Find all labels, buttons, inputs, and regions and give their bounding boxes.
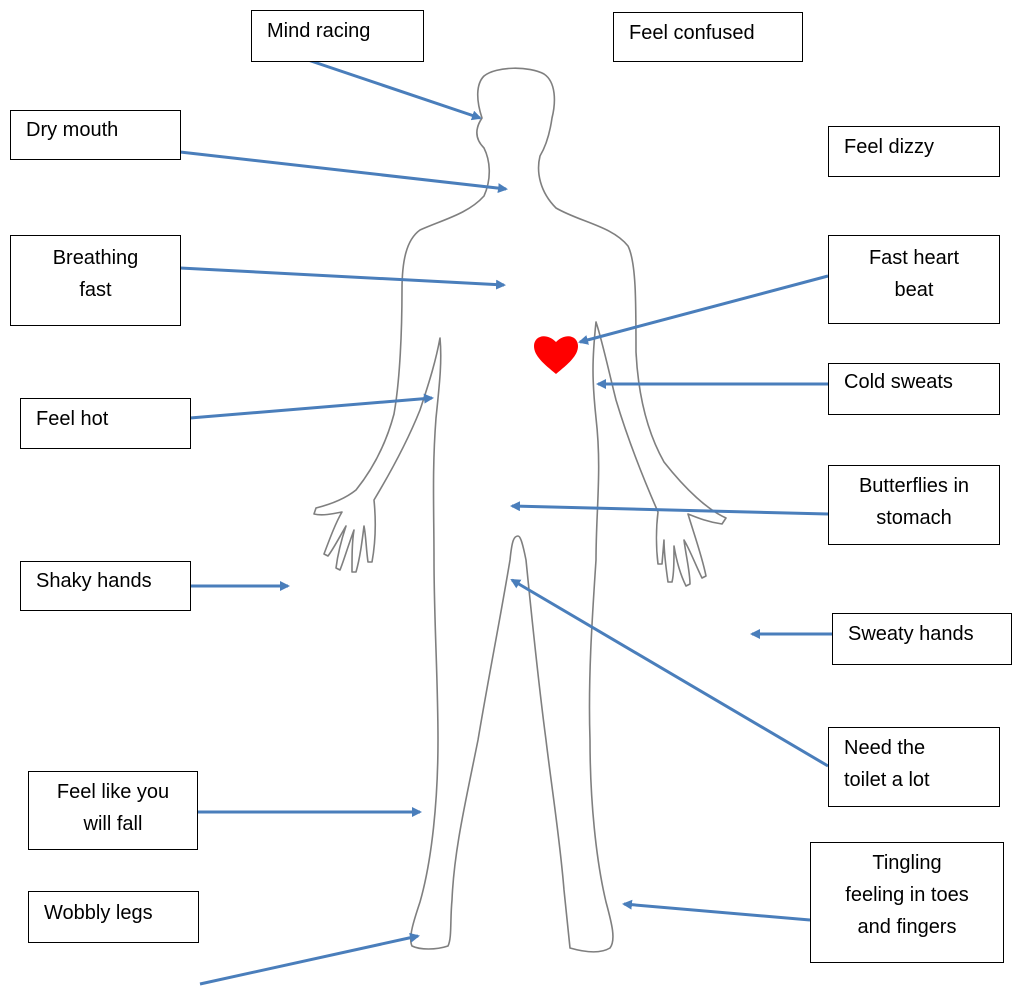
label-fast-heart-beat-line2: beat — [829, 274, 999, 306]
label-feel-fall-line1: Feel like you — [29, 776, 197, 808]
label-feel-confused: Feel confused — [613, 12, 803, 62]
label-feel-fall-line2: will fall — [29, 808, 197, 840]
label-tingling: Tingling feeling in toes and fingers — [810, 842, 1004, 963]
label-tingling-line2: feeling in toes — [811, 879, 1003, 911]
label-breathing-fast-line1: Breathing — [11, 242, 180, 274]
label-shaky-hands: Shaky hands — [20, 561, 191, 611]
label-mind-racing: Mind racing — [251, 10, 424, 62]
label-dry-mouth: Dry mouth — [10, 110, 181, 160]
arrow-dry-mouth — [180, 152, 506, 189]
label-dry-mouth-text: Dry mouth — [26, 114, 180, 146]
label-breathing-fast: Breathing fast — [10, 235, 181, 326]
label-feel-dizzy-text: Feel dizzy — [844, 131, 999, 163]
arrow-butterflies — [512, 506, 828, 514]
label-mind-racing-text: Mind racing — [267, 15, 423, 47]
arrow-fast-heart-beat — [580, 276, 828, 342]
label-wobbly-legs: Wobbly legs — [28, 891, 199, 943]
label-feel-hot: Feel hot — [20, 398, 191, 449]
label-tingling-line1: Tingling — [811, 847, 1003, 879]
label-feel-fall: Feel like you will fall — [28, 771, 198, 850]
label-wobbly-legs-text: Wobbly legs — [44, 897, 198, 929]
label-butterflies-line1: Butterflies in — [829, 470, 999, 502]
label-shaky-hands-text: Shaky hands — [36, 565, 190, 597]
label-butterflies-line2: stomach — [829, 502, 999, 534]
label-need-toilet-line2: toilet a lot — [844, 764, 999, 796]
label-breathing-fast-line2: fast — [11, 274, 180, 306]
label-sweaty-hands-text: Sweaty hands — [848, 618, 1011, 650]
label-fast-heart-beat-line1: Fast heart — [829, 242, 999, 274]
label-need-toilet-line1: Need the — [844, 732, 999, 764]
heart-icon — [534, 336, 578, 374]
label-cold-sweats-text: Cold sweats — [844, 366, 999, 398]
label-need-toilet: Need the toilet a lot — [828, 727, 1000, 807]
label-butterflies: Butterflies in stomach — [828, 465, 1000, 545]
arrow-tingling — [624, 904, 810, 920]
label-fast-heart-beat: Fast heart beat — [828, 235, 1000, 324]
label-cold-sweats: Cold sweats — [828, 363, 1000, 415]
label-sweaty-hands: Sweaty hands — [832, 613, 1012, 665]
arrow-need-toilet — [512, 580, 828, 766]
label-feel-hot-text: Feel hot — [36, 403, 190, 435]
arrow-breathing-fast — [180, 268, 504, 285]
label-feel-confused-text: Feel confused — [629, 17, 802, 49]
label-tingling-line3: and fingers — [811, 911, 1003, 943]
arrow-mind-racing — [308, 60, 480, 118]
label-feel-dizzy: Feel dizzy — [828, 126, 1000, 177]
arrow-wobbly-legs — [200, 936, 418, 984]
